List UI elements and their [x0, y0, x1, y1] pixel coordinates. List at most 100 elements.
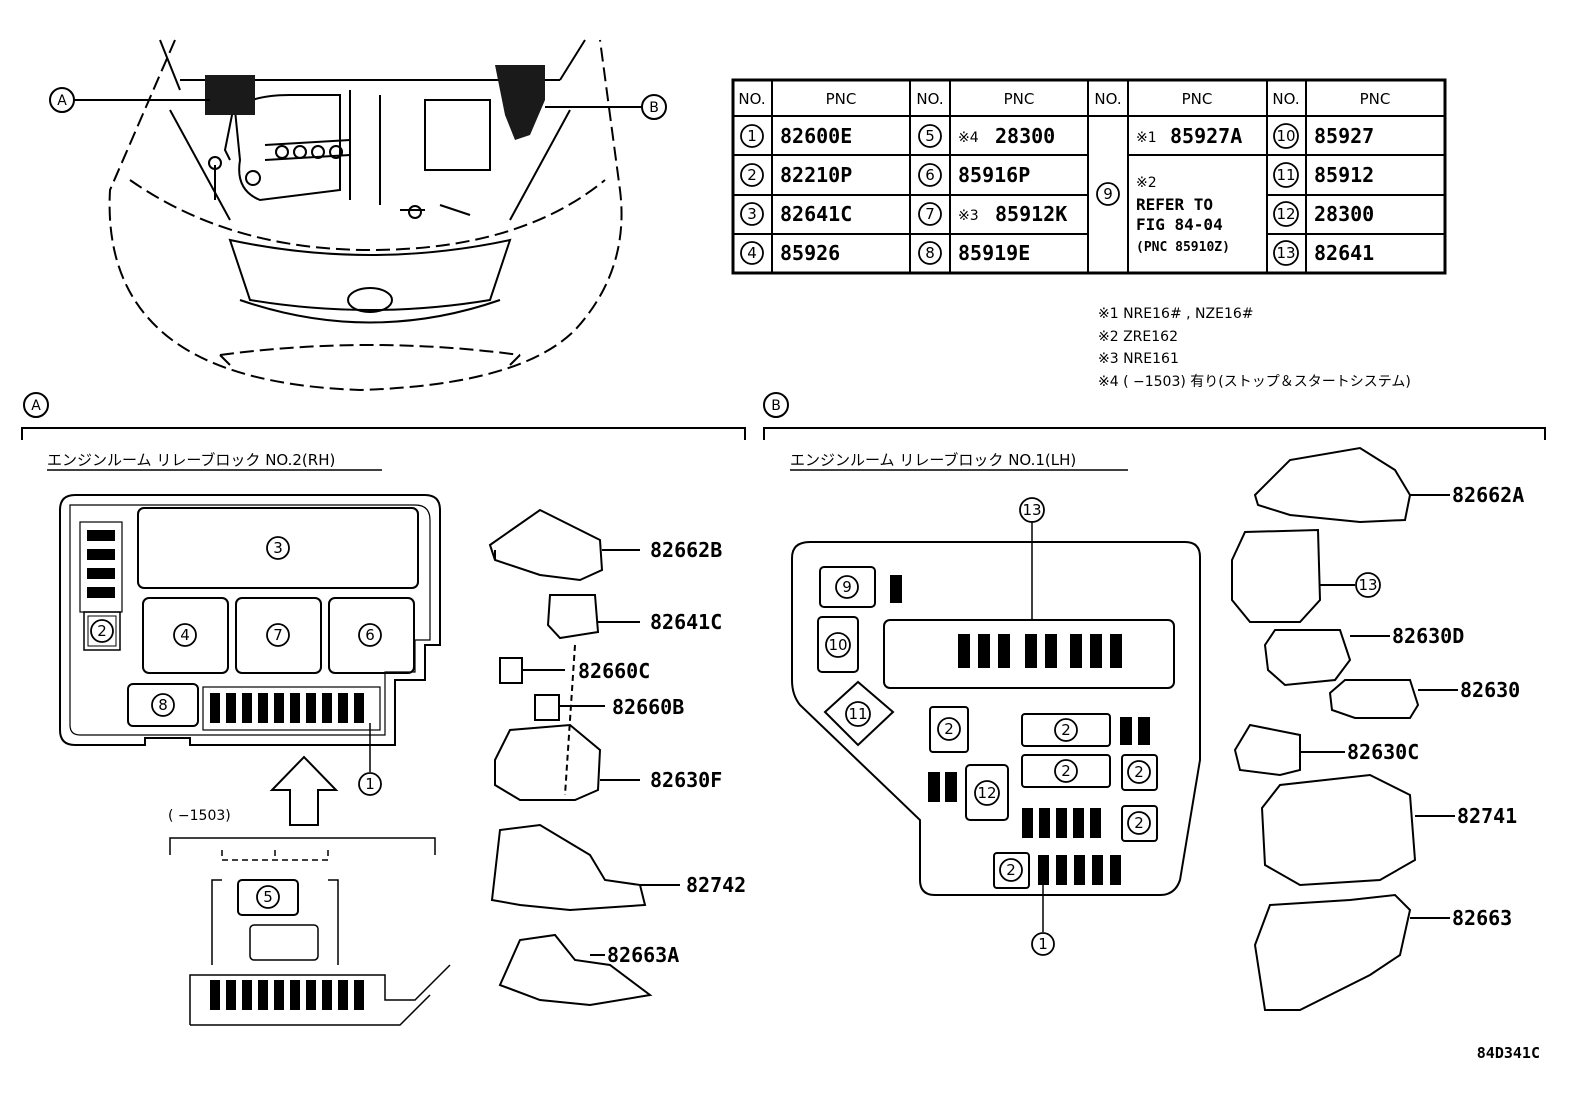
- svg-text:85916P: 85916P: [958, 163, 1030, 187]
- svg-text:7: 7: [925, 205, 935, 223]
- part-label-82741: 82741: [1457, 804, 1517, 828]
- section-b-title: エンジンルーム リレーブロック NO.1(LH): [790, 451, 1076, 469]
- svg-text:※1: ※1: [1136, 130, 1157, 146]
- svg-text:85927: 85927: [1314, 124, 1374, 148]
- svg-text:2: 2: [97, 622, 107, 640]
- part-label-82742: 82742: [686, 873, 746, 897]
- svg-text:6: 6: [925, 166, 935, 184]
- svg-text:11: 11: [1276, 166, 1295, 184]
- header-pnc-1: PNC: [826, 90, 857, 108]
- pnc-table: NO. PNC NO. PNC NO. PNC NO. PNC 1 82600E…: [731, 78, 1447, 275]
- svg-text:※4: ※4: [958, 130, 979, 146]
- part-label-82630: 82630: [1460, 678, 1520, 702]
- callout-a: A: [49, 87, 210, 113]
- part-label-82630C: 82630C: [1347, 740, 1419, 764]
- svg-text:2: 2: [944, 720, 954, 738]
- part-label-82662A: 82662A: [1452, 483, 1524, 507]
- section-b-letter: B: [771, 398, 781, 414]
- section-a: A エンジンルーム リレーブロック NO.2(RH) 3 2 4 7 6: [21, 392, 746, 1026]
- svg-text:REFER TO: REFER TO: [1136, 195, 1213, 214]
- svg-text:5: 5: [925, 127, 935, 145]
- part-label-82630F: 82630F: [650, 768, 722, 792]
- section-a-prod-note: ( −1503): [168, 808, 231, 824]
- figure-id: 84D341C: [1477, 1044, 1540, 1062]
- table-col3-cell: 9 ※1 85927A ※2 REFER TO FIG 84-04 (PNC 8…: [1096, 124, 1242, 255]
- footnote-4: ※4 ( −1503) 有り(ストップ＆スタートシステム): [1098, 374, 1411, 390]
- header-no-4: NO.: [1272, 90, 1299, 108]
- svg-text:2: 2: [1061, 762, 1071, 780]
- svg-text:1: 1: [747, 127, 757, 145]
- svg-text:9: 9: [1103, 185, 1113, 203]
- footnote-3: ※3 NRE161: [1098, 351, 1179, 367]
- footnote-2: ※2 ZRE162: [1098, 329, 1178, 345]
- part-label-13: 13: [1358, 576, 1377, 594]
- svg-text:85926: 85926: [780, 241, 840, 265]
- part-label-82630D: 82630D: [1392, 624, 1464, 648]
- relay-block-b-location: [495, 65, 545, 140]
- svg-text:28300: 28300: [1314, 202, 1374, 226]
- table-col4-rows: 10 85927 11 85912 12 28300 13 82641: [1273, 123, 1374, 266]
- svg-text:28300: 28300: [995, 124, 1055, 148]
- svg-text:4: 4: [747, 244, 757, 262]
- svg-text:10: 10: [828, 636, 847, 654]
- svg-text:82641C: 82641C: [780, 202, 852, 226]
- header-pnc-3: PNC: [1182, 90, 1213, 108]
- svg-text:2: 2: [1006, 861, 1016, 879]
- svg-text:2: 2: [747, 166, 757, 184]
- svg-text:3: 3: [747, 205, 757, 223]
- part-label-82641C: 82641C: [650, 610, 722, 634]
- callout-b: B: [545, 94, 667, 120]
- svg-text:2: 2: [1134, 814, 1144, 832]
- section-a-letter: A: [31, 398, 41, 414]
- svg-text:12: 12: [977, 784, 996, 802]
- svg-text:10: 10: [1276, 127, 1295, 145]
- table-col2-rows: 5 ※4 28300 6 85916P 7 ※3 85912K 8 85919E: [918, 124, 1067, 265]
- header-no-3: NO.: [1094, 90, 1121, 108]
- svg-text:1: 1: [1038, 935, 1048, 953]
- header-no-1: NO.: [738, 90, 765, 108]
- svg-text:5: 5: [263, 888, 273, 906]
- header-no-2: NO.: [916, 90, 943, 108]
- svg-text:6: 6: [365, 626, 375, 644]
- svg-text:85912K: 85912K: [995, 202, 1067, 226]
- header-pnc-4: PNC: [1360, 90, 1391, 108]
- part-label-82660C: 82660C: [578, 659, 650, 683]
- svg-text:2: 2: [1134, 763, 1144, 781]
- svg-text:13: 13: [1022, 501, 1041, 519]
- svg-text:82210P: 82210P: [780, 163, 852, 187]
- relay-block-a-location: [205, 75, 255, 115]
- part-label-82663: 82663: [1452, 906, 1512, 930]
- svg-text:(PNC 85910Z): (PNC 85910Z): [1136, 240, 1230, 255]
- part-label-82662B: 82662B: [650, 538, 722, 562]
- svg-text:11: 11: [848, 705, 867, 723]
- footnotes: ※1 NRE16# , NZE16# ※2 ZRE162 ※3 NRE161 ※…: [1098, 306, 1411, 390]
- svg-text:85927A: 85927A: [1170, 124, 1242, 148]
- svg-text:85912: 85912: [1314, 163, 1374, 187]
- svg-text:B: B: [649, 100, 659, 116]
- svg-text:FIG 84-04: FIG 84-04: [1136, 215, 1223, 234]
- svg-text:3: 3: [273, 539, 283, 557]
- svg-text:12: 12: [1276, 205, 1295, 223]
- footnote-1: ※1 NRE16# , NZE16#: [1098, 306, 1253, 322]
- svg-text:※2: ※2: [1136, 175, 1157, 191]
- svg-text:8: 8: [158, 696, 168, 714]
- svg-text:※3: ※3: [958, 208, 979, 224]
- svg-text:13: 13: [1276, 244, 1295, 262]
- header-pnc-2: PNC: [1004, 90, 1035, 108]
- svg-text:1: 1: [365, 775, 375, 793]
- table-col1-rows: 1 82600E 2 82210P 3 82641C 4 85926: [740, 124, 852, 265]
- part-label-82660B: 82660B: [612, 695, 684, 719]
- section-b: B エンジンルーム リレーブロック NO.1(LH) 13 9 10 11: [763, 392, 1546, 1011]
- svg-text:82641: 82641: [1314, 241, 1374, 265]
- svg-text:8: 8: [925, 244, 935, 262]
- section-a-title: エンジンルーム リレーブロック NO.2(RH): [47, 451, 335, 469]
- svg-text:4: 4: [180, 626, 190, 644]
- svg-text:82600E: 82600E: [780, 124, 852, 148]
- svg-text:2: 2: [1061, 721, 1071, 739]
- part-label-82663A: 82663A: [607, 943, 679, 967]
- svg-text:9: 9: [842, 578, 852, 596]
- svg-text:7: 7: [273, 626, 283, 644]
- svg-text:85919E: 85919E: [958, 241, 1030, 265]
- svg-text:A: A: [57, 93, 67, 109]
